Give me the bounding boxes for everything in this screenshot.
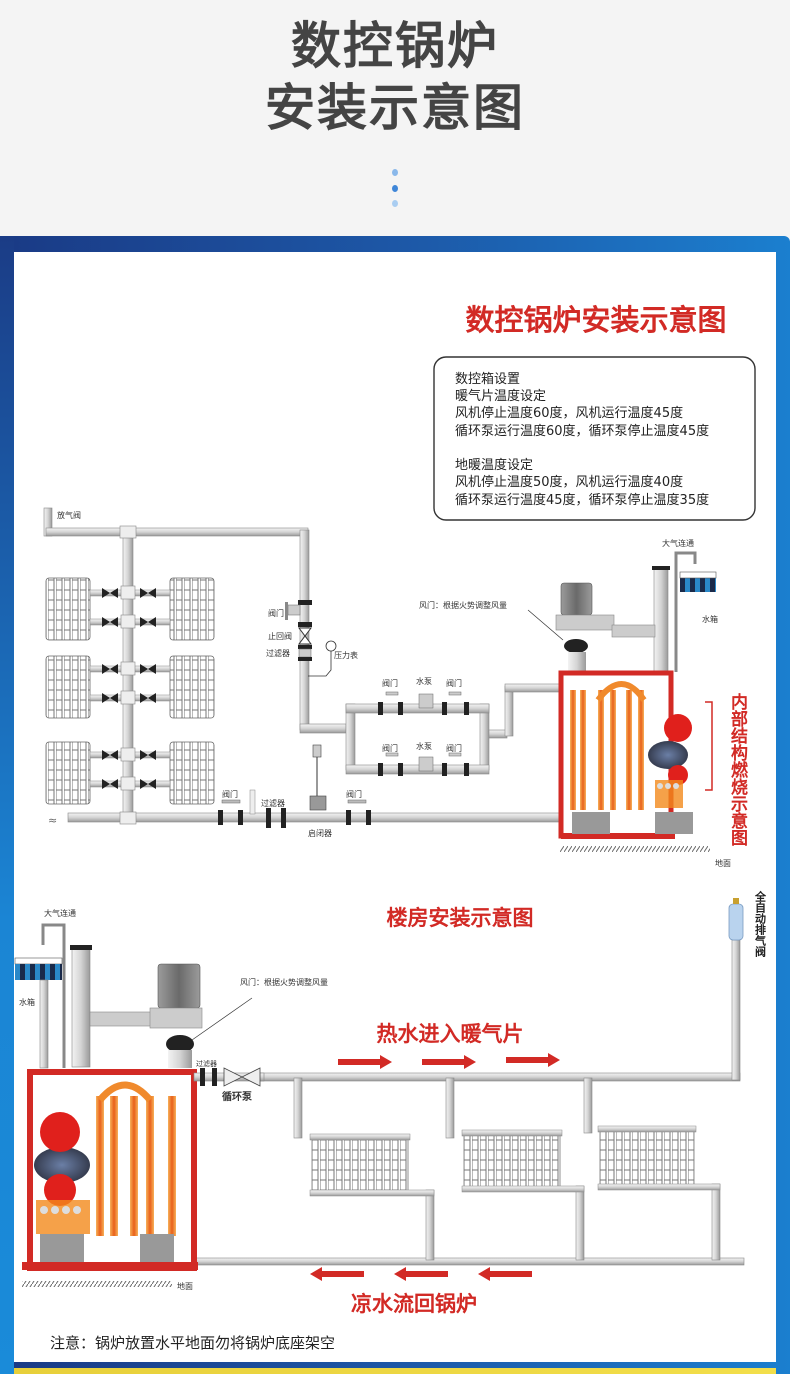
hot-water-label: 热水进入暖气片 bbox=[377, 1022, 524, 1046]
damper-label: 风门：根据火势调整风量 bbox=[240, 977, 328, 987]
valve-label: 阀门 bbox=[446, 678, 462, 688]
vent-valve-label: 放气阀 bbox=[57, 510, 81, 520]
atmosphere-label: 大气连通 bbox=[662, 538, 694, 548]
radiator-riser-system: 放气阀 ≈ bbox=[43, 507, 564, 827]
radiator bbox=[45, 655, 91, 719]
settings-group1-line2: 循环泵运行温度60度，循环泵停止温度45度 bbox=[455, 423, 709, 439]
ground-label: 地面 bbox=[715, 858, 731, 868]
decor-dot-1 bbox=[392, 169, 398, 176]
svg-text:≈: ≈ bbox=[48, 814, 57, 827]
check-valve-label: 止回阀 bbox=[268, 631, 292, 641]
settings-box: 数控箱设置 暖气片温度设定 风机停止温度60度，风机运行温度45度 循环泵运行温… bbox=[433, 356, 756, 521]
settings-group2-line1: 风机停止温度50度，风机运行温度40度 bbox=[455, 474, 683, 490]
page-title-line1: 数控锅炉 bbox=[291, 17, 499, 75]
radiator bbox=[45, 577, 91, 641]
radiator bbox=[463, 1133, 561, 1191]
radiator bbox=[599, 1129, 695, 1187]
valve-label: 阀门 bbox=[222, 789, 238, 799]
pressure-gauge-label: 压力表 bbox=[334, 650, 358, 660]
diagram2-title: 楼房安装示意图 bbox=[387, 906, 534, 930]
pump-loop: 阀门 水泵 阀门 阀门 水泵 阀门 bbox=[299, 676, 566, 811]
pump-label: 水泵 bbox=[416, 741, 432, 751]
decor-dot-3 bbox=[392, 200, 398, 207]
opener-label: 启闭器 bbox=[308, 828, 332, 838]
cold-flow-arrows bbox=[310, 1267, 532, 1281]
radiator bbox=[45, 741, 91, 805]
valve-label: 阀门 bbox=[382, 678, 398, 688]
settings-group1-line1: 风机停止温度60度，风机运行温度45度 bbox=[455, 405, 683, 421]
filter-label: 过滤器 bbox=[196, 1059, 217, 1068]
diagram1-title: 数控锅炉安装示意图 bbox=[465, 303, 726, 337]
installation-note: 注意：锅炉放置水平地面勿将锅炉底座架空 bbox=[50, 1334, 335, 1352]
radiator bbox=[169, 655, 215, 719]
return-line-components: 阀门 过滤器 启闭器 阀门 bbox=[218, 789, 371, 838]
filter-label: 过滤器 bbox=[261, 798, 285, 808]
hot-flow-arrows bbox=[338, 1053, 560, 1069]
valve-stack: 阀门 止回阀 过滤器 压力表 bbox=[266, 600, 358, 677]
water-tank-label: 水箱 bbox=[702, 614, 718, 624]
decor-dot-2 bbox=[392, 185, 398, 192]
auto-air-vent bbox=[728, 898, 744, 941]
circulation-pump-label: 循环泵 bbox=[222, 1090, 253, 1103]
radiator bbox=[169, 741, 215, 805]
ground-label: 地面 bbox=[177, 1281, 193, 1291]
auto-air-vent-label: 全自动排气阀 bbox=[754, 890, 768, 958]
atmosphere-label: 大气连通 bbox=[44, 908, 76, 918]
internal-structure-label: 内部结构燃烧示意图 bbox=[727, 692, 748, 847]
page-title-line2: 安装示意图 bbox=[265, 79, 525, 137]
cold-water-label: 凉水流回锅炉 bbox=[351, 1292, 477, 1316]
valve-label: 阀门 bbox=[268, 608, 284, 618]
water-tank-label: 水箱 bbox=[19, 997, 35, 1007]
yellow-bottom-strip bbox=[14, 1368, 776, 1374]
building-pipes bbox=[195, 939, 745, 1266]
damper-label: 风门：根据火势调整风量 bbox=[419, 600, 507, 610]
boiler-2: 大气连通 水箱 风门：根据火势调整风量 地面 bbox=[14, 908, 328, 1291]
filter-label: 过滤器 bbox=[266, 648, 290, 658]
boiler-1: 大气连通 水箱 风门：根据火势调整风量 地面 bbox=[419, 538, 731, 868]
settings-group2-title: 地暖温度设定 bbox=[455, 457, 533, 473]
radiator bbox=[311, 1137, 409, 1194]
settings-group2-line2: 循环泵运行温度45度，循环泵停止温度35度 bbox=[455, 492, 709, 508]
settings-heading: 数控箱设置 bbox=[455, 371, 520, 387]
valve-label: 阀门 bbox=[346, 789, 362, 799]
valve-label: 阀门 bbox=[382, 743, 398, 753]
blue-frame-left-edge bbox=[0, 236, 14, 1374]
valve-label: 阀门 bbox=[446, 743, 462, 753]
settings-group1-title: 暖气片温度设定 bbox=[455, 388, 546, 404]
radiator bbox=[169, 577, 215, 641]
pump-label: 水泵 bbox=[416, 676, 432, 686]
